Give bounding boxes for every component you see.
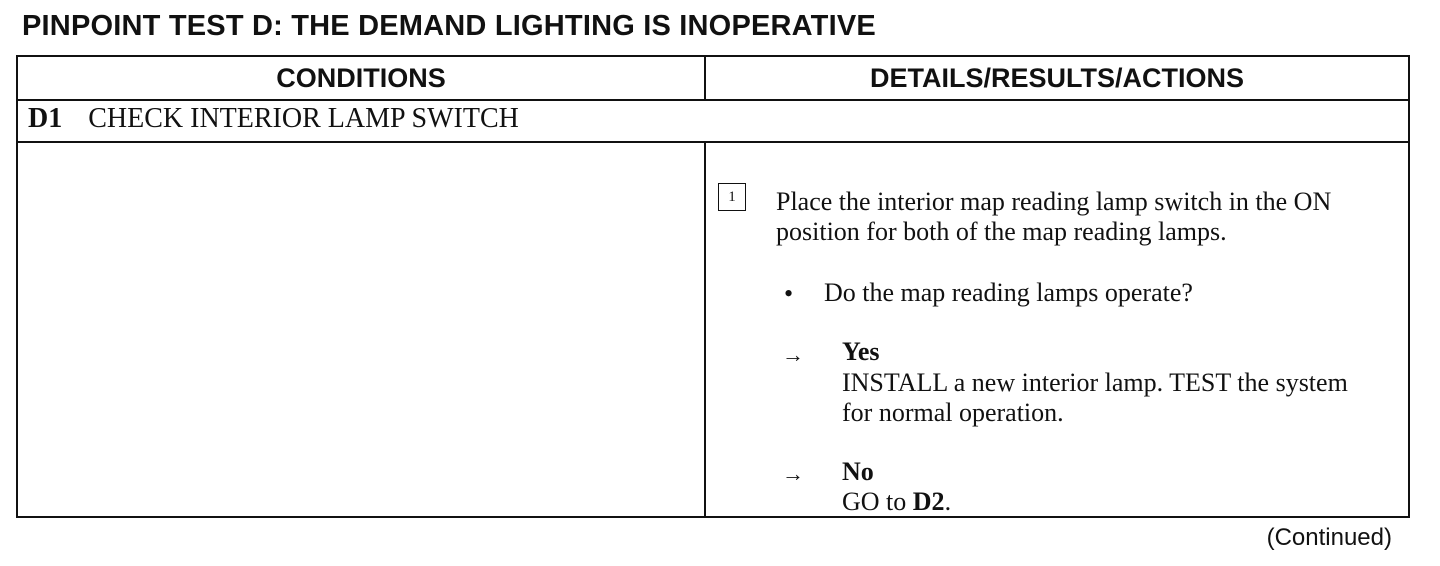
no-text-prefix: GO to (842, 487, 913, 516)
page-title: PINPOINT TEST D: THE DEMAND LIGHTING IS … (22, 10, 876, 42)
column-divider (704, 141, 706, 516)
conditions-header: CONDITIONS (18, 57, 706, 99)
no-text-suffix: . (944, 487, 952, 516)
action-question: Do the map reading lamps operate? (824, 278, 1193, 307)
pinpoint-test-table: CONDITIONS DETAILS/RESULTS/ACTIONS D1 CHE… (16, 55, 1410, 518)
header-divider (18, 99, 1408, 101)
yes-label: Yes (842, 337, 880, 366)
yes-text: INSTALL a new interior lamp. TEST the sy… (842, 368, 1348, 427)
no-label: No (842, 457, 874, 486)
arrow-right-icon: → (782, 342, 804, 367)
no-text: GO to D2. (842, 487, 951, 517)
step-divider (18, 141, 1408, 143)
bullet-icon: • (784, 279, 794, 308)
details-header: DETAILS/RESULTS/ACTIONS (869, 62, 1244, 93)
step-id: D1 (28, 103, 63, 134)
continued-note: (Continued) (1266, 524, 1392, 551)
no-target-link[interactable]: D2 (912, 487, 945, 516)
action-number-box: 1 (718, 183, 746, 211)
step-row: D1 CHECK INTERIOR LAMP SWITCH (28, 103, 519, 135)
step-name: CHECK INTERIOR LAMP SWITCH (88, 103, 519, 134)
arrow-right-icon: → (782, 461, 804, 486)
action-instruction: Place the interior map reading lamp swit… (776, 187, 1332, 246)
